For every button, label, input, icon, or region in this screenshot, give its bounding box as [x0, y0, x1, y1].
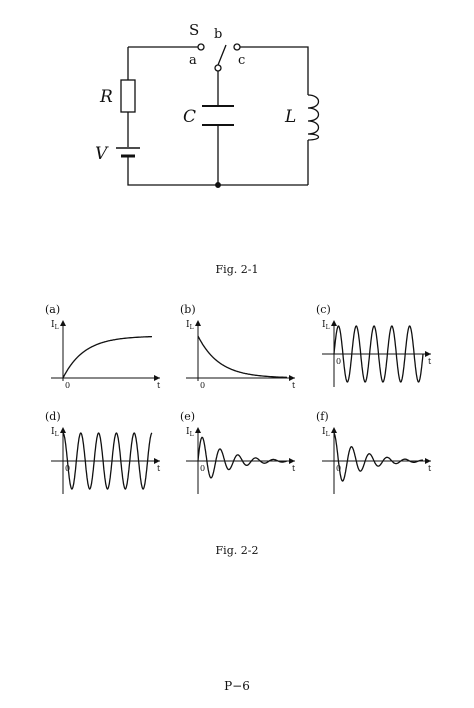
origin-label: 0: [65, 381, 70, 390]
origin-label: 0: [200, 464, 205, 473]
waveform-curve: [333, 325, 424, 383]
terminal-label-a: a: [189, 53, 197, 68]
y-axis-label: IL: [51, 427, 59, 438]
figure-caption-2-2: Fig. 2-2: [215, 544, 259, 557]
origin-label: 0: [336, 357, 341, 366]
switch-label-s: S: [189, 21, 199, 39]
y-axis-label: IL: [322, 427, 330, 438]
panel-3: (c) IL 0 t: [316, 303, 432, 387]
x-axis-arrow: [154, 375, 160, 381]
panel-2: (b) IL 0 t: [180, 303, 296, 390]
panel-5: (e) IL 0 t: [180, 410, 296, 494]
x-axis-label: t: [428, 464, 432, 473]
terminal-label-c: c: [238, 53, 245, 68]
x-axis-label: t: [428, 357, 432, 366]
panel-tag: (d): [45, 410, 61, 423]
page-number: P−6: [224, 679, 250, 693]
panel-tag: (a): [45, 303, 60, 316]
circuit-labels: S b a c R V C L: [95, 21, 296, 164]
x-axis-label: t: [292, 464, 296, 473]
wire-top-right: [240, 46, 309, 95]
junction-node: [215, 182, 221, 188]
y-axis-label: IL: [322, 320, 330, 331]
resistor: [120, 79, 136, 113]
x-axis-label: t: [157, 464, 161, 473]
y-axis-label: IL: [186, 427, 194, 438]
waveform-curve: [62, 432, 153, 490]
x-axis-arrow: [425, 458, 431, 464]
circuit-diagram: [116, 43, 320, 188]
panel-tag: (e): [180, 410, 195, 423]
waveform-curve: [197, 436, 288, 479]
origin-label: 0: [200, 381, 205, 390]
waveform-panels: (a) IL 0 t (b) IL 0 t (c) IL 0 t (d) IL 0 t (e) IL 0 t (f) IL…: [45, 303, 432, 494]
origin-label: 0: [336, 464, 341, 473]
terminal-label-b: b: [214, 27, 222, 42]
switch-blade: [217, 44, 227, 66]
y-axis-arrow: [331, 320, 337, 326]
y-axis-arrow: [60, 427, 66, 433]
panel-6: (f) IL 0 t: [316, 410, 432, 494]
inductor-label-l: L: [284, 107, 296, 127]
waveform-curve: [197, 335, 287, 379]
waveform-curve: [333, 432, 423, 482]
capacitor-label-c: C: [183, 107, 196, 127]
y-axis-arrow: [195, 427, 201, 433]
x-axis-arrow: [425, 351, 431, 357]
panel-tag: (c): [316, 303, 331, 316]
switch-terminal-a: [197, 43, 205, 51]
y-axis-label: IL: [186, 320, 194, 331]
resistor-label-r: R: [99, 87, 113, 107]
y-axis-label: IL: [51, 320, 59, 331]
wire-left-lower: [127, 157, 308, 186]
battery-label-v: V: [95, 144, 109, 164]
panel-1: (a) IL 0 t: [45, 303, 161, 390]
x-axis-arrow: [289, 375, 295, 381]
y-axis-arrow: [195, 320, 201, 326]
figure-caption-2-1: Fig. 2-1: [215, 263, 259, 276]
inductor-coil: [307, 94, 320, 141]
y-axis-arrow: [60, 320, 66, 326]
x-axis-arrow: [154, 458, 160, 464]
x-axis-label: t: [292, 381, 296, 390]
panel-tag: (f): [316, 410, 329, 423]
waveform-curve: [62, 335, 152, 379]
switch-terminal-c: [233, 43, 241, 51]
x-axis-label: t: [157, 381, 161, 390]
switch-pivot-b: [214, 64, 222, 72]
x-axis-arrow: [289, 458, 295, 464]
y-axis-arrow: [331, 427, 337, 433]
panel-tag: (b): [180, 303, 196, 316]
